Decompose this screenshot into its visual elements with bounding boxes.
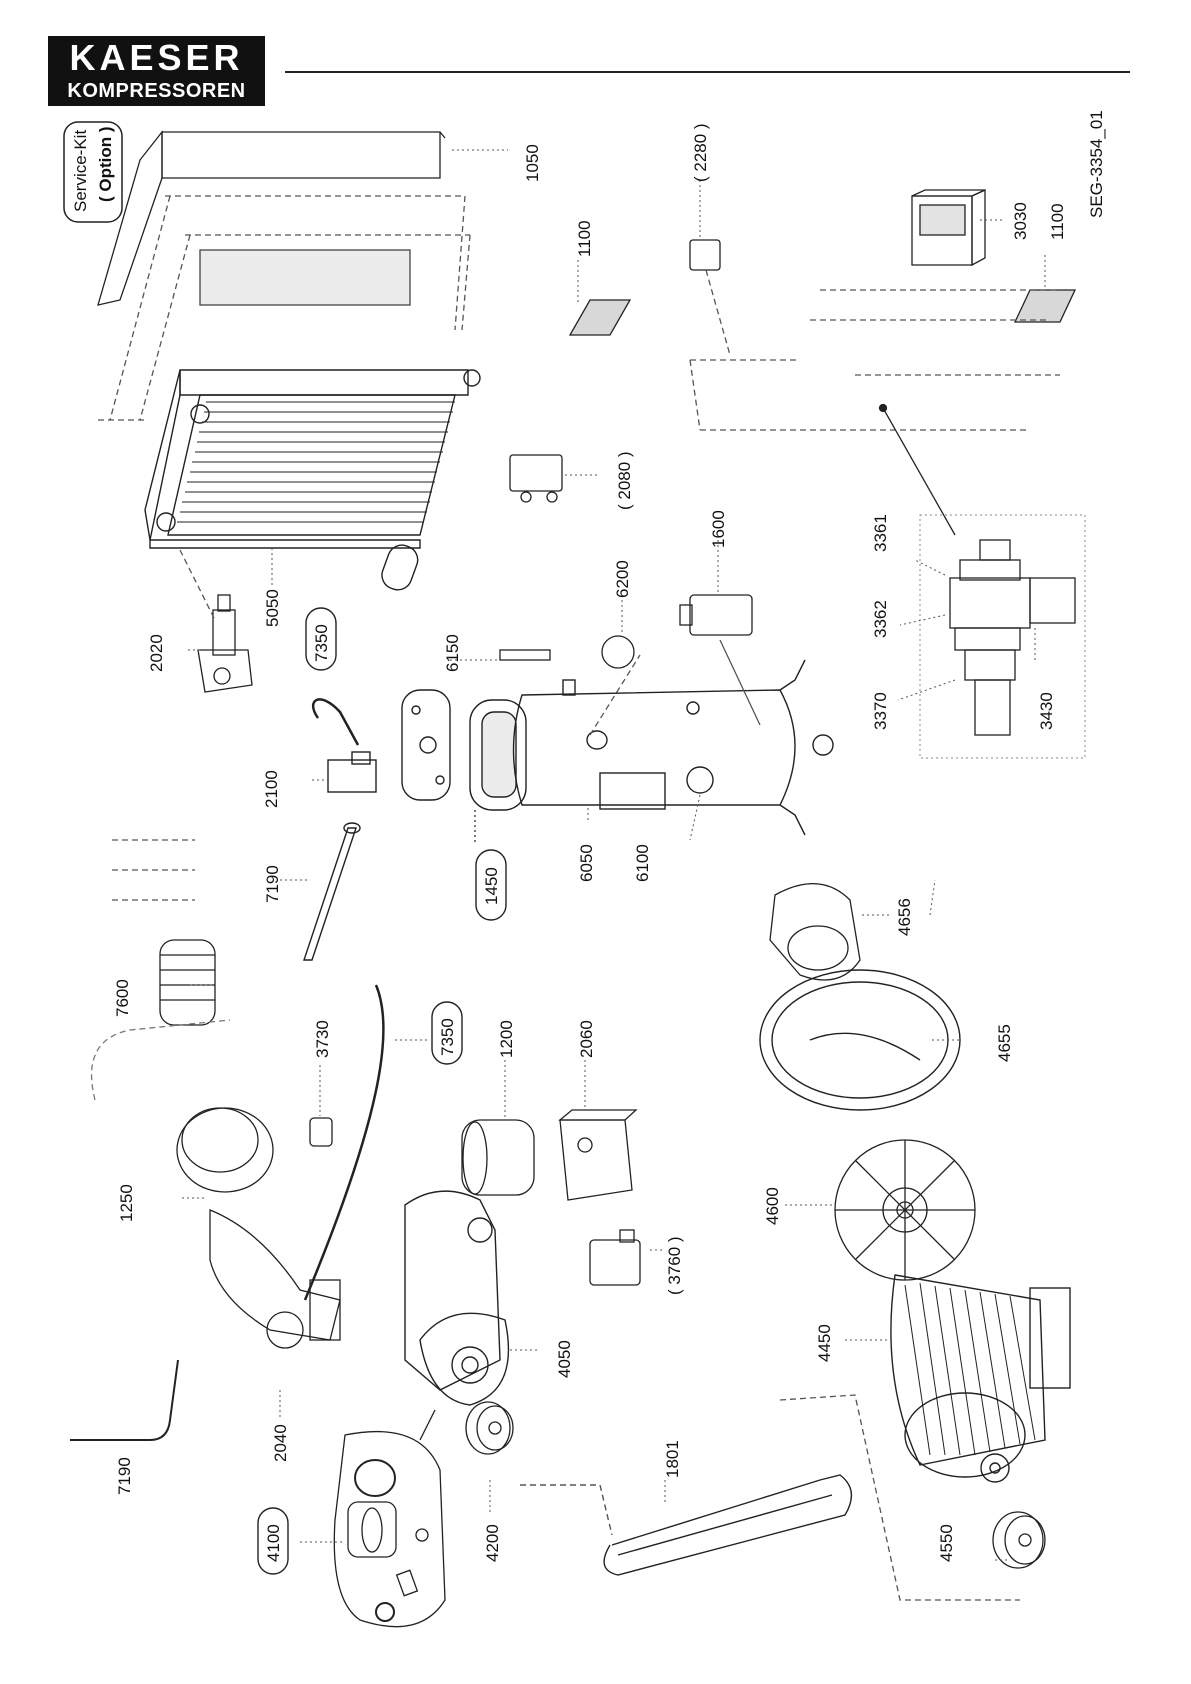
part-badge-7350-lower: 7350	[432, 1002, 462, 1064]
part-label-6050: 6050	[577, 844, 596, 882]
part-label-3370: 3370	[871, 692, 890, 730]
part-label-7190-lower: 7190	[115, 1457, 134, 1495]
hose-and-valve-drawing	[304, 699, 376, 960]
valve-2080-drawing	[510, 455, 562, 502]
filter-mat-drawing	[98, 132, 470, 420]
part-label-4050: 4050	[555, 1340, 574, 1378]
part-label-3760: ( 3760 )	[665, 1236, 684, 1295]
controller-drawing	[690, 190, 1075, 535]
detail-inset-box	[920, 515, 1085, 758]
regulator-and-filter-drawing	[570, 240, 730, 355]
receiver-tank-drawing	[402, 660, 833, 835]
oil-filter-and-block-drawing	[462, 1110, 640, 1285]
part-label-1801: 1801	[663, 1440, 682, 1478]
receiver-fittings-drawing	[500, 595, 760, 735]
part-label-1050: 1050	[523, 144, 542, 182]
part-label-7190-upper: 7190	[263, 865, 282, 903]
part-label-1200: 1200	[497, 1020, 516, 1058]
fan-wheel-drawing	[835, 1140, 975, 1280]
part-label-4450: 4450	[815, 1324, 834, 1362]
motor-pulley-drawing	[780, 1395, 1045, 1600]
part-label-7350-upper: 7350	[312, 624, 331, 662]
service-kit-line1: Service-Kit	[71, 130, 90, 212]
part-label-2020: 2020	[147, 634, 166, 672]
part-label-6200: 6200	[613, 560, 632, 598]
drawing-id: SEG-3354_01	[1087, 110, 1106, 218]
part-label-3430: 3430	[1037, 692, 1056, 730]
part-label-2080: ( 2080 )	[615, 451, 634, 510]
service-kit-badge: Service-Kit ( Option )	[64, 122, 122, 222]
part-badge-1450: 1450	[476, 850, 506, 920]
part-label-6150: 6150	[443, 634, 462, 672]
part-label-1100-left: 1100	[575, 220, 594, 257]
part-badge-7350-upper: 7350	[306, 608, 336, 670]
part-label-3730: 3730	[313, 1020, 332, 1058]
part-label-1450: 1450	[482, 867, 501, 905]
part-label-3030: 3030	[1011, 202, 1030, 240]
part-label-2040: 2040	[271, 1424, 290, 1462]
part-label-7350-lower: 7350	[438, 1018, 457, 1056]
part-label-4200: 4200	[483, 1524, 502, 1562]
intake-ring-drawing	[770, 884, 860, 980]
part-label-6100: 6100	[633, 844, 652, 882]
part-label-4100: 4100	[264, 1524, 283, 1562]
intake-assembly-drawing	[70, 1020, 340, 1440]
part-label-4550: 4550	[937, 1524, 956, 1562]
electric-motor-drawing	[891, 1275, 1070, 1482]
part-label-3361: 3361	[871, 514, 890, 552]
part-label-2060: 2060	[577, 1020, 596, 1058]
part-label-3362: 3362	[871, 600, 890, 638]
part-label-5050: 5050	[263, 589, 282, 627]
compressor-pulley-drawing	[466, 1402, 513, 1454]
part-label-1100-right: 1100	[1048, 203, 1067, 240]
fan-cowl-drawing	[760, 970, 960, 1110]
part-label-2100: 2100	[262, 770, 281, 808]
part-label-1600: 1600	[709, 510, 728, 548]
part-label-2280: ( 2280 )	[691, 123, 710, 182]
part-badge-4100: 4100	[258, 1508, 288, 1574]
part-label-4655: 4655	[995, 1024, 1014, 1062]
compressor-block-drawing	[405, 1191, 508, 1405]
part-label-4656: 4656	[895, 898, 914, 936]
maintenance-kit-bubble	[334, 1410, 445, 1627]
cooler-drawing	[145, 370, 480, 594]
part-label-1250: 1250	[117, 1184, 136, 1222]
service-kit-line2: ( Option )	[96, 126, 115, 202]
part-label-7600: 7600	[113, 979, 132, 1017]
valve-2020-drawing	[180, 550, 252, 692]
part-label-4600: 4600	[763, 1187, 782, 1225]
drive-belt-drawing	[520, 1475, 851, 1575]
